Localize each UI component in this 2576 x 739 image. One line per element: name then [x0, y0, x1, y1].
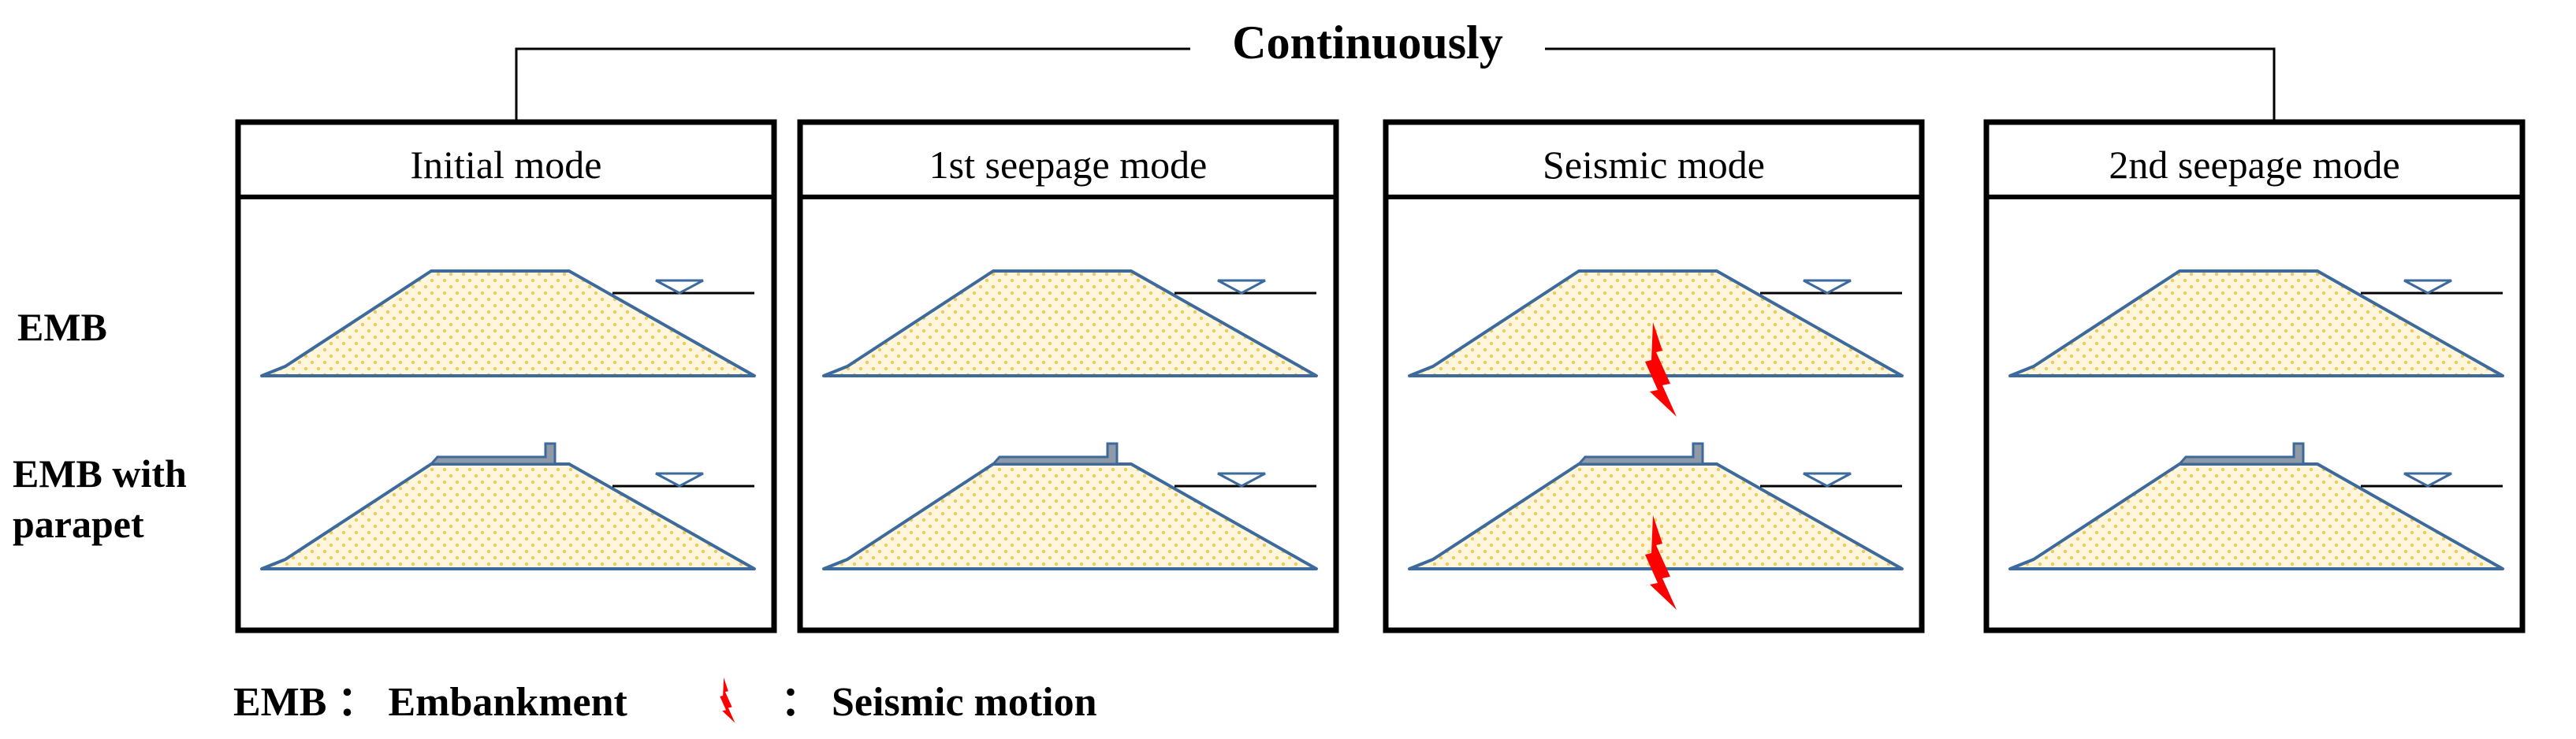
panel-1: Initial mode — [235, 119, 777, 633]
panel-frame — [1383, 119, 1925, 633]
legend-seismic-text: Seismic motion — [832, 680, 1097, 725]
embankment-body — [260, 462, 756, 570]
embankment — [2008, 269, 2504, 377]
legend-seismic-separator: ： — [780, 680, 821, 725]
water-level-symbol — [2403, 472, 2452, 488]
seismic-motion-icon — [1645, 322, 1677, 417]
row-label-emb: EMB — [17, 305, 107, 349]
water-level-symbol — [655, 472, 704, 488]
mode-panels: Initial mode 1st seepage mode Seismic mode… — [235, 119, 2526, 633]
panel-frame — [797, 119, 1339, 633]
embankment-body — [1408, 269, 1904, 377]
water-level-symbol — [1217, 472, 1266, 488]
parapet-wall — [1576, 442, 1704, 466]
parapet-wall — [990, 442, 1119, 466]
legend-seismic-icon — [720, 678, 735, 723]
panel-frame — [1983, 119, 2526, 633]
continuously-bracket: Continuously — [515, 17, 2276, 122]
panel-title: Seismic mode — [1543, 143, 1765, 187]
panel-title: 2nd seepage mode — [2109, 143, 2399, 187]
row-label-emb-line: EMB — [17, 305, 107, 349]
row-label-emb-parapet-line-2: parapet — [13, 502, 144, 546]
panel-4: 2nd seepage mode — [1983, 119, 2526, 633]
legend-emb-separator: ： — [337, 680, 378, 725]
embankment-with-parapet — [1408, 442, 1904, 610]
legend-emb-text: Embankment — [388, 680, 627, 725]
water-level-symbol — [1803, 472, 1852, 488]
row-label-emb-parapet: EMB with parapet — [13, 451, 196, 546]
panel-2: 1st seepage mode — [797, 119, 1339, 633]
parapet-wall — [2176, 442, 2305, 466]
embankment-body — [822, 462, 1318, 570]
embankment-body — [2008, 269, 2504, 377]
legend-emb-entry: EMB ： Embankment — [233, 680, 628, 725]
water-level-symbol — [2403, 279, 2452, 295]
embankment — [822, 269, 1318, 377]
seismic-motion-icon — [1645, 515, 1677, 610]
embankment — [1408, 269, 1904, 417]
water-level-symbol — [655, 279, 704, 295]
embankment-body — [822, 269, 1318, 377]
row-labels: EMB EMB with parapet — [13, 305, 196, 546]
parapet-wall — [428, 442, 557, 466]
legend-emb-key: EMB — [233, 680, 326, 725]
legend: EMB ： Embankment ： Seismic motion — [233, 678, 1097, 725]
panel-3: Seismic mode — [1383, 119, 1925, 633]
panel-title: Initial mode — [411, 143, 602, 187]
continuously-label: Continuously — [1232, 17, 1502, 69]
embankment — [260, 269, 756, 377]
row-label-emb-parapet-line-1: EMB with — [13, 451, 187, 496]
embankment-with-parapet — [2008, 442, 2504, 570]
embankment-with-parapet — [822, 442, 1318, 570]
water-level-symbol — [1217, 279, 1266, 295]
legend-seismic-entry: ： Seismic motion — [780, 680, 1097, 725]
bracket-left — [515, 47, 1190, 122]
panel-frame — [235, 119, 777, 633]
embankment-body — [260, 269, 756, 377]
embankment-with-parapet — [260, 442, 756, 570]
embankment-body — [2008, 462, 2504, 570]
panel-title: 1st seepage mode — [929, 143, 1208, 187]
bracket-right — [1545, 47, 2276, 122]
water-level-symbol — [1803, 279, 1852, 295]
